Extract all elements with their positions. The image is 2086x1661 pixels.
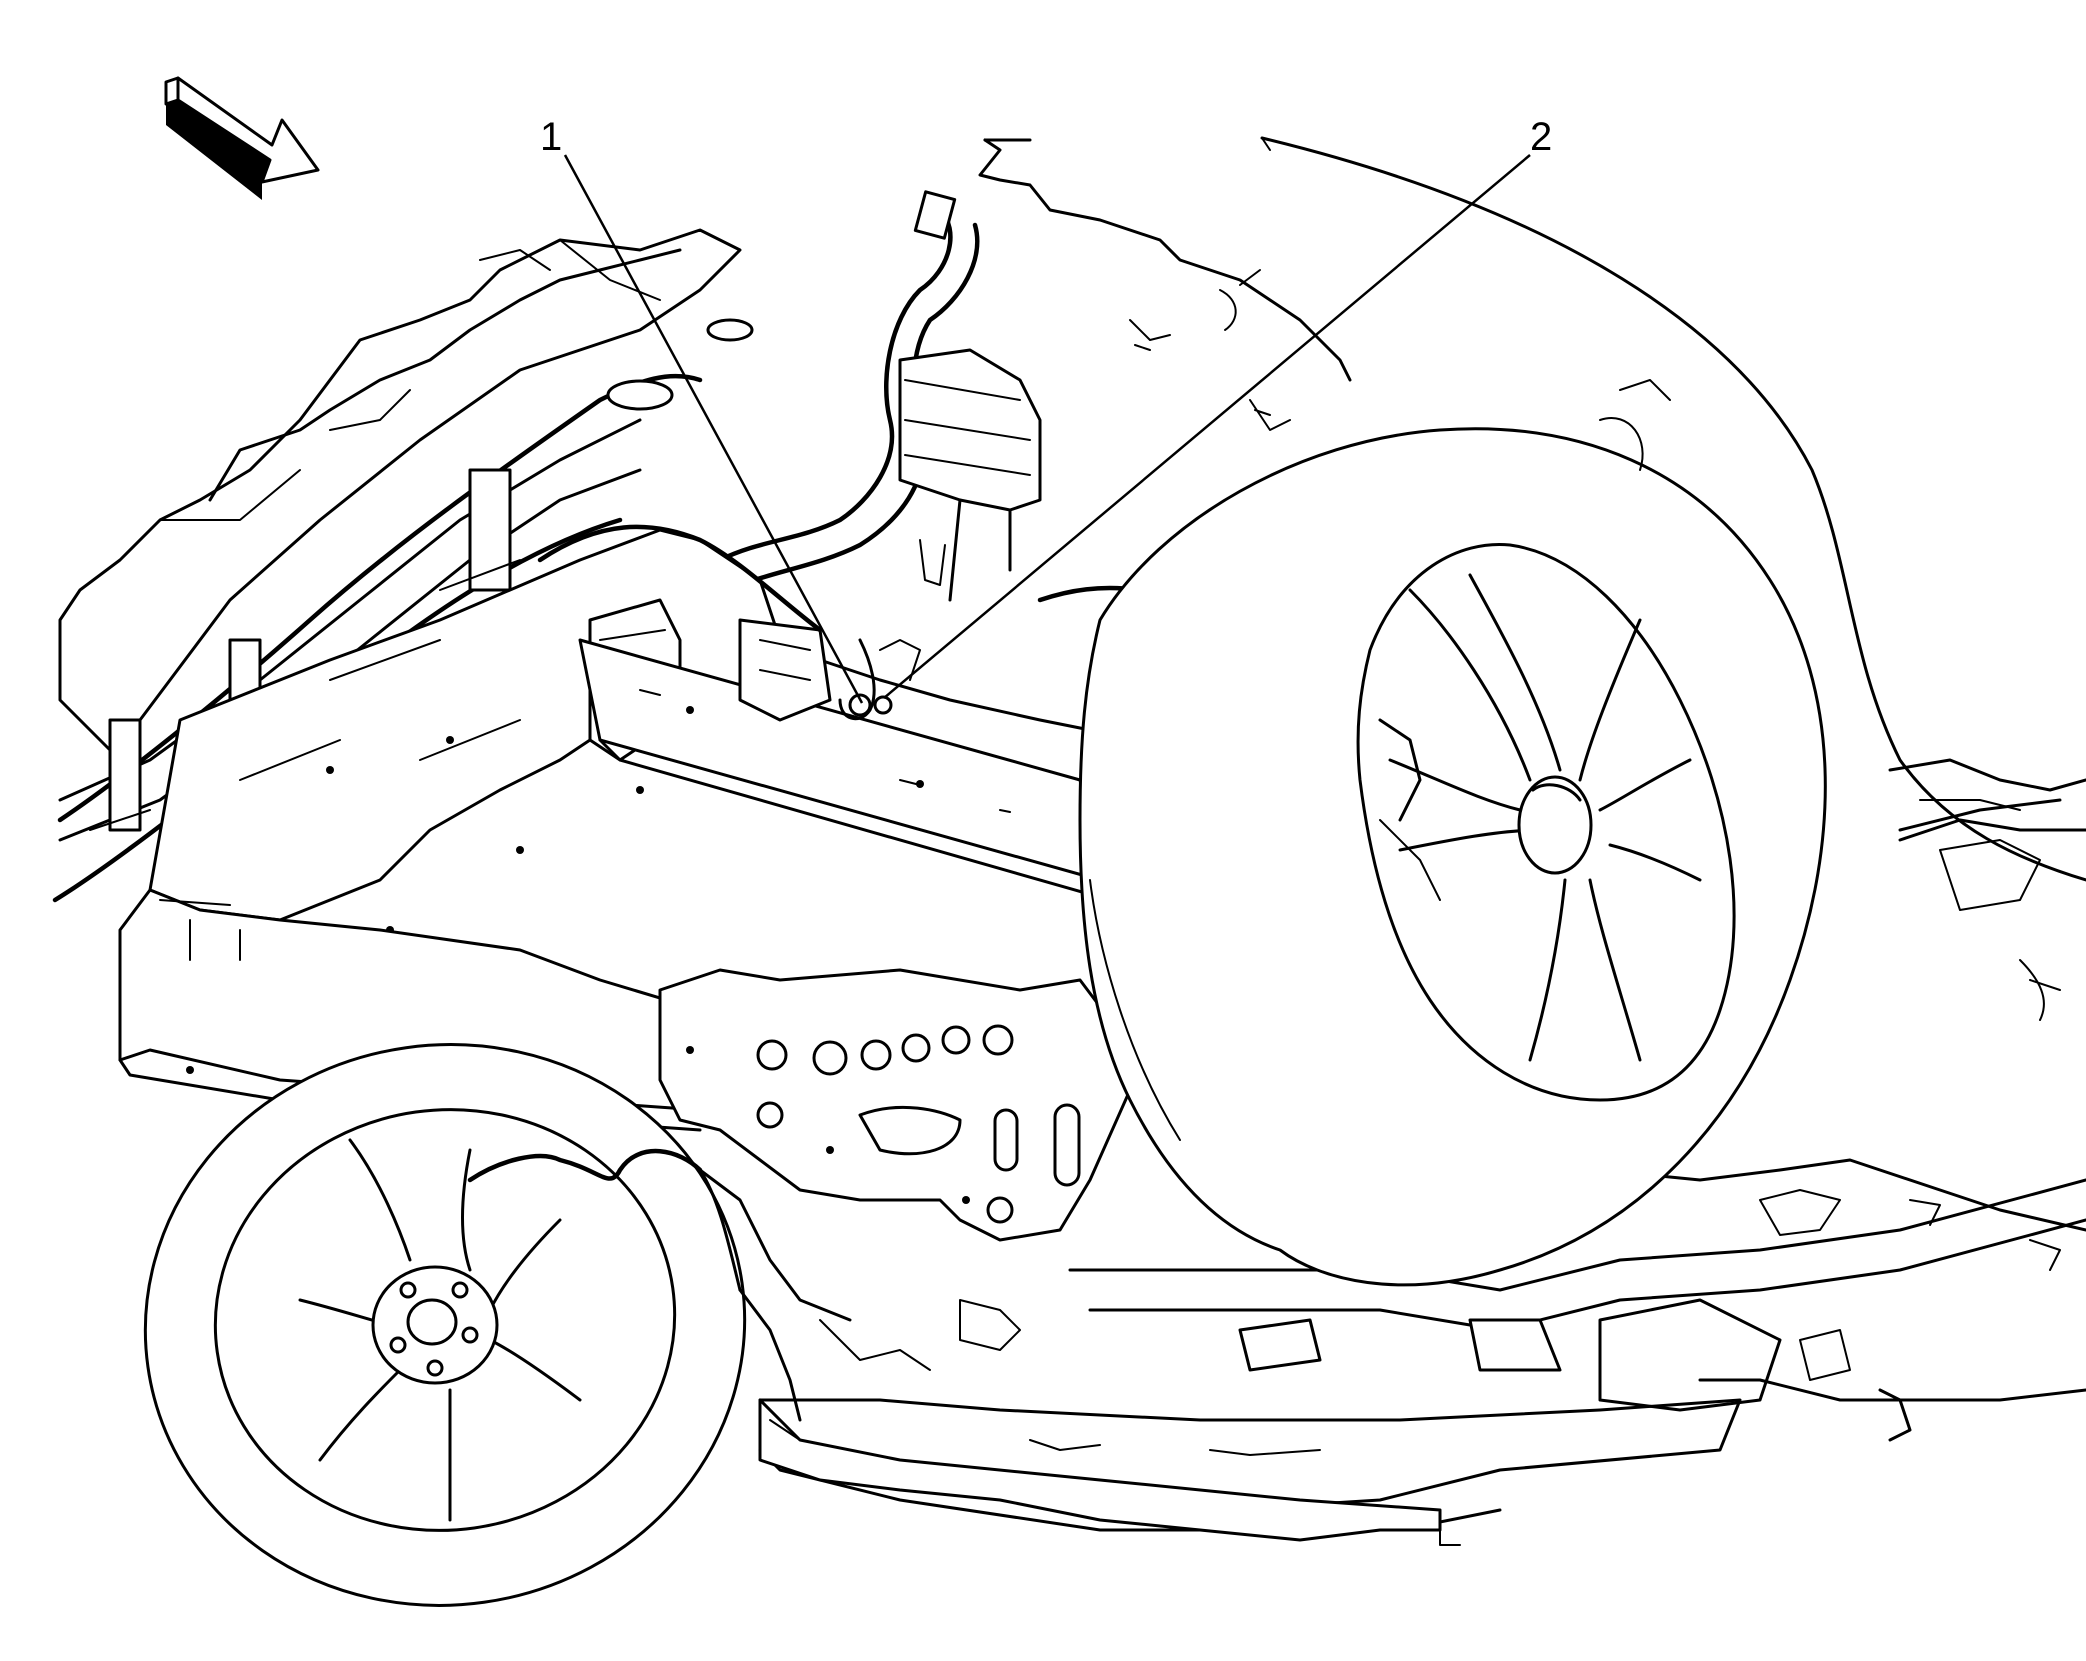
front-direction-arrow-icon (164, 76, 320, 200)
callout-1: 1 (540, 115, 864, 704)
fuel-filler-area (717, 138, 1352, 602)
underbody-center-panel (148, 524, 1143, 934)
callout-1-label: 1 (540, 115, 562, 159)
rocker-panel (698, 1168, 1442, 1542)
callout-2: 2 (883, 115, 1552, 699)
rear-wheel-left (143, 1043, 747, 1607)
callout-2-label: 2 (1530, 115, 1552, 159)
rear-suspension (1378, 379, 2062, 991)
spare-tire (1078, 427, 1827, 1287)
body-outline (1260, 136, 2086, 882)
perforated-bracket (658, 968, 1132, 1242)
